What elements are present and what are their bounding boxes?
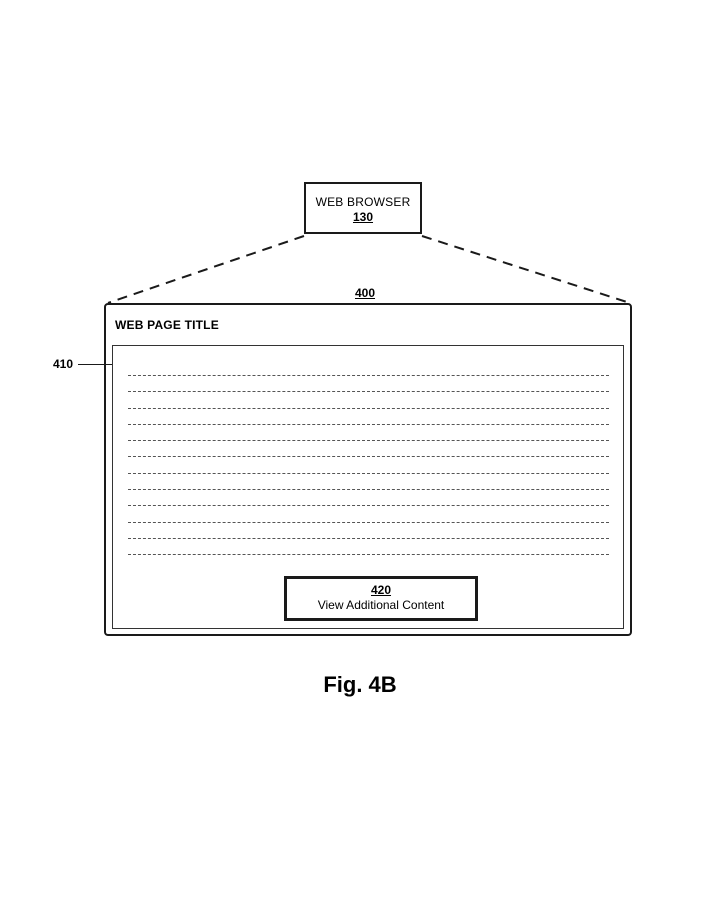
content-text-line	[128, 423, 609, 425]
content-area: 420 View Additional Content	[112, 345, 624, 629]
content-text-line	[128, 554, 609, 556]
content-text-line	[128, 472, 609, 474]
web-page-frame: WEB PAGE TITLE 420 View Additional Conte…	[104, 303, 632, 636]
content-area-leader-line	[78, 364, 112, 365]
content-text-line	[128, 375, 609, 376]
content-text-line	[128, 537, 609, 539]
content-text-line	[128, 440, 609, 442]
web-page-title: WEB PAGE TITLE	[115, 318, 219, 332]
button-ref: 420	[370, 583, 392, 597]
content-text-line	[128, 407, 609, 409]
content-text-line	[128, 521, 609, 523]
button-label: View Additional Content	[317, 598, 445, 612]
web-browser-label: WEB BROWSER	[315, 195, 411, 209]
projection-line-left	[107, 235, 305, 304]
view-additional-content-button[interactable]: 420 View Additional Content	[284, 576, 478, 621]
figure-caption: Fig. 4B	[323, 672, 397, 697]
content-text-line	[128, 489, 609, 491]
web-page-ref: 400	[354, 286, 376, 300]
web-browser-ref: 130	[352, 210, 374, 224]
content-area-ref: 410	[53, 357, 74, 371]
content-lines	[128, 375, 609, 571]
content-text-line	[128, 391, 609, 393]
content-text-line	[128, 456, 609, 458]
projection-line-right	[421, 235, 631, 304]
content-text-line	[128, 505, 609, 507]
web-browser-box: WEB BROWSER 130	[304, 182, 422, 234]
